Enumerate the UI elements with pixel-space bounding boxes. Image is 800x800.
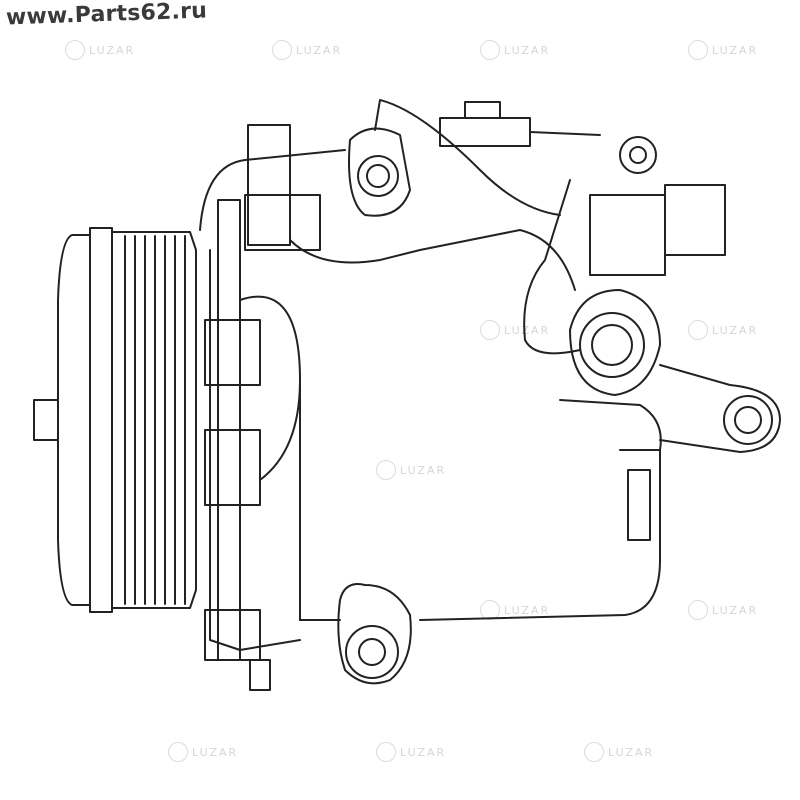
watermark-text: LUZAR	[89, 43, 136, 57]
watermark-logo-icon	[376, 460, 396, 480]
watermark-logo-icon	[480, 320, 500, 340]
watermark: LUZAR	[480, 40, 550, 60]
watermark: LUZAR	[480, 320, 550, 340]
watermark: LUZAR	[688, 600, 758, 620]
watermark: LUZAR	[688, 40, 758, 60]
pulley	[111, 231, 197, 609]
watermark: LUZAR	[480, 600, 550, 620]
watermark-text: LUZAR	[504, 323, 551, 337]
compressor-body	[289, 229, 662, 621]
connector	[439, 101, 601, 147]
watermark-logo-icon	[376, 742, 396, 762]
clutch-plate	[33, 227, 113, 613]
watermark-logo-icon	[480, 600, 500, 620]
watermark-logo-icon	[584, 742, 604, 762]
watermark: LUZAR	[584, 742, 654, 762]
watermark-text: LUZAR	[400, 463, 447, 477]
watermark-logo-icon	[272, 40, 292, 60]
rear-bolt	[619, 449, 661, 561]
watermark: LUZAR	[65, 40, 135, 60]
watermark: LUZAR	[688, 320, 758, 340]
watermark-text: LUZAR	[400, 745, 447, 759]
watermark: LUZAR	[168, 742, 238, 762]
watermark-logo-icon	[688, 600, 708, 620]
control-valve	[523, 136, 726, 355]
watermark-logo-icon	[480, 40, 500, 60]
watermark-logo-icon	[688, 40, 708, 60]
watermark-logo-icon	[168, 742, 188, 762]
watermark: LUZAR	[376, 460, 446, 480]
watermark: LUZAR	[376, 742, 446, 762]
watermark-text: LUZAR	[712, 603, 759, 617]
watermark-text: LUZAR	[504, 43, 551, 57]
watermark-text: LUZAR	[504, 603, 551, 617]
sensor-port	[569, 289, 661, 396]
watermark-logo-icon	[65, 40, 85, 60]
watermark-logo-icon	[688, 320, 708, 340]
watermark-text: LUZAR	[712, 323, 759, 337]
top-fitting	[348, 99, 561, 217]
mount-ear-right	[659, 364, 781, 453]
watermark-text: LUZAR	[608, 745, 655, 759]
front-housing	[199, 124, 346, 691]
watermark-text: LUZAR	[192, 745, 239, 759]
watermark-text: LUZAR	[296, 43, 343, 57]
mount-ear-bottom	[337, 583, 412, 685]
watermark-text: LUZAR	[712, 43, 759, 57]
watermark: LUZAR	[272, 40, 342, 60]
